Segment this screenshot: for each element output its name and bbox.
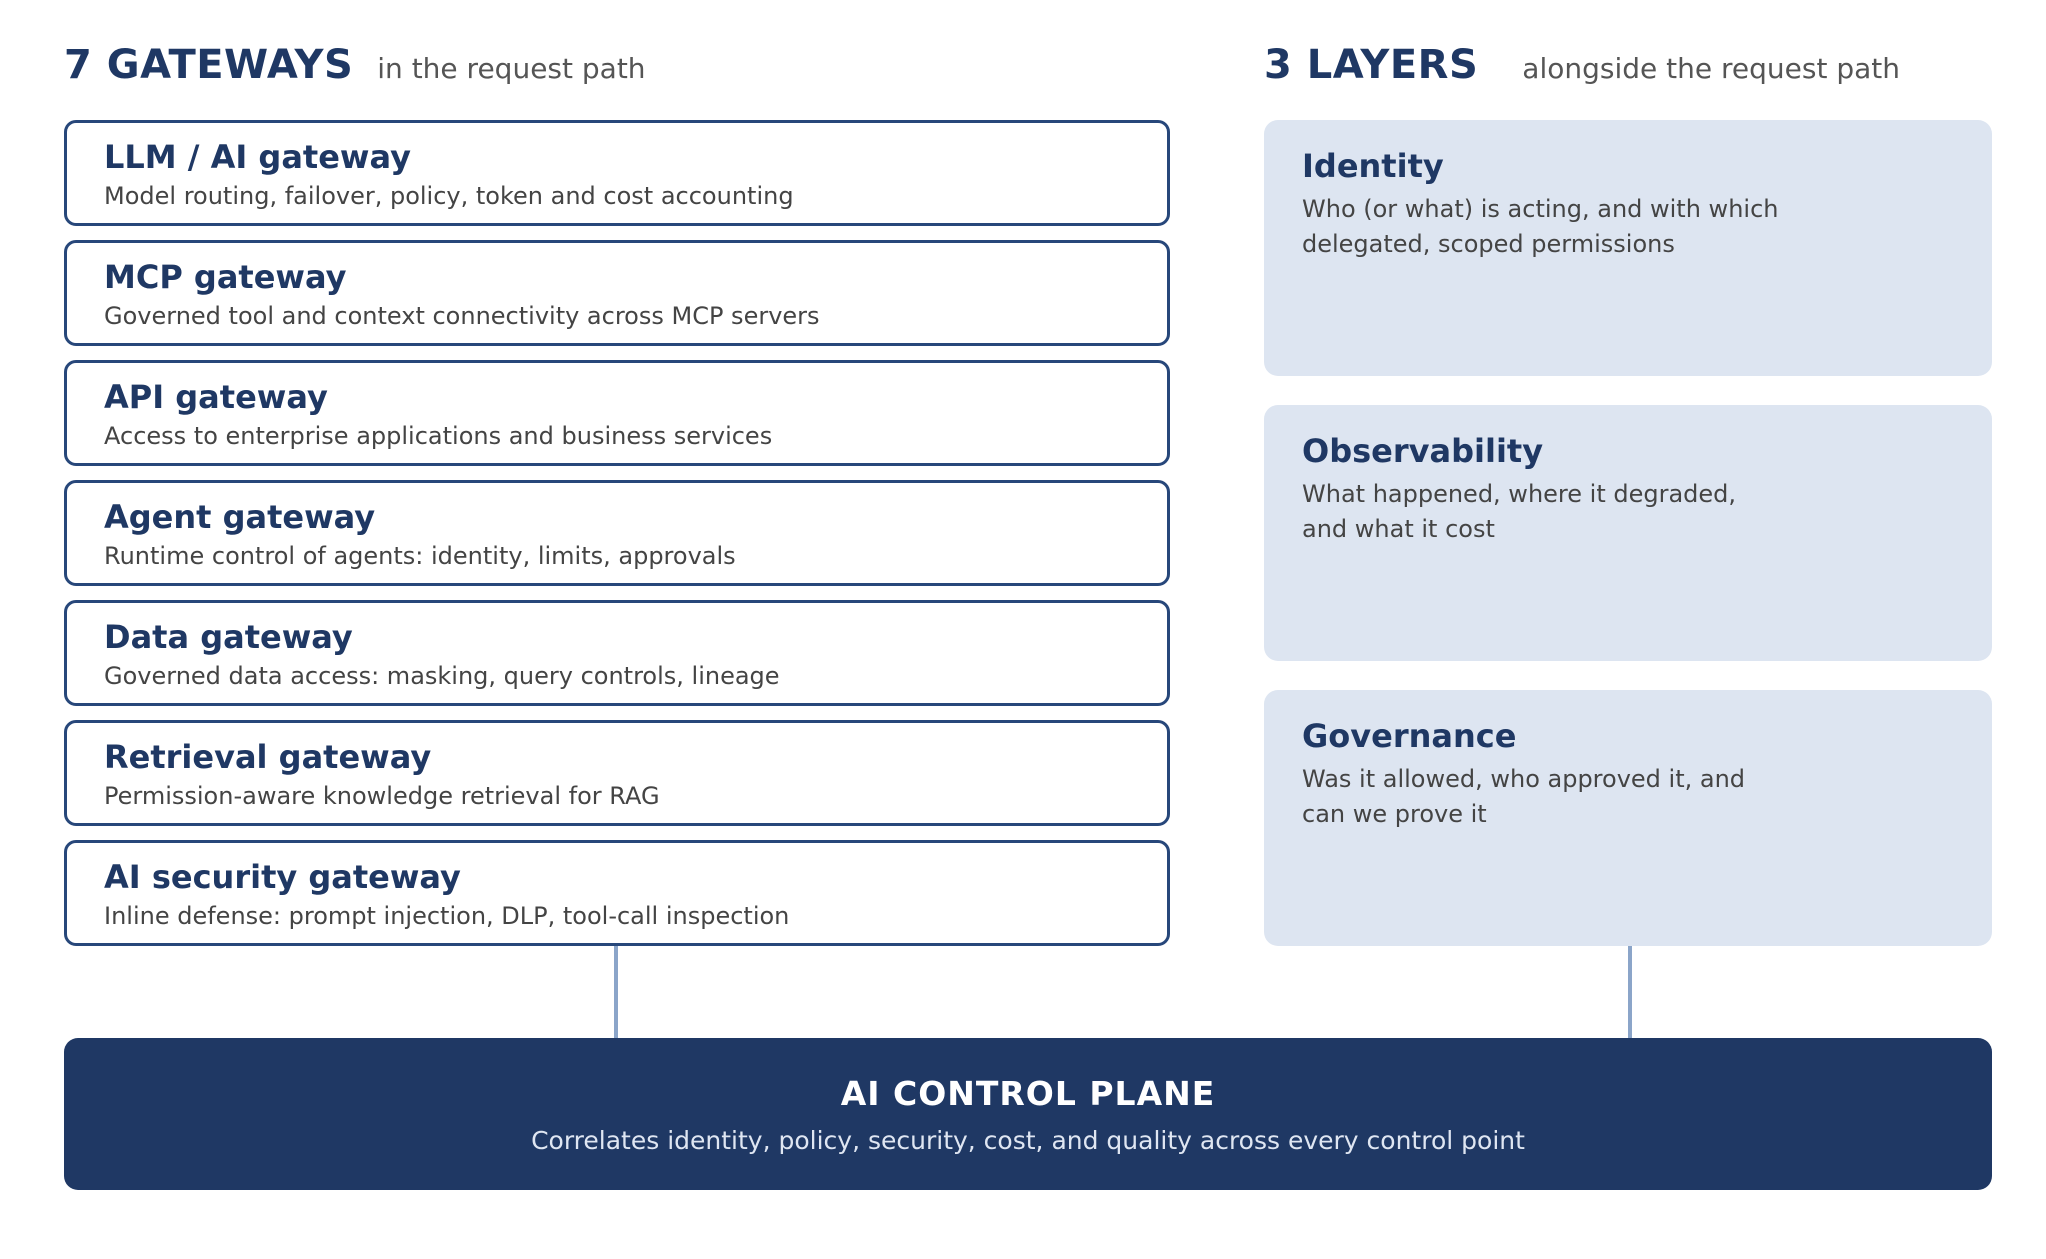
gateway-description: Access to enterprise applications and bu…	[104, 422, 773, 450]
gateways-subheading: in the request path	[377, 52, 646, 85]
gateways-section-header: 7 GATEWAYS in the request path	[64, 42, 646, 88]
layer-title: Governance	[1302, 717, 1517, 755]
layer-title: Identity	[1302, 147, 1444, 185]
gateway-title: Agent gateway	[104, 498, 376, 536]
gateway-title: LLM / AI gateway	[104, 138, 411, 176]
gateway-description: Permission-aware knowledge retrieval for…	[104, 782, 660, 810]
layer-card-identity: Identity Who (or what) is acting, and wi…	[1264, 120, 1992, 376]
layer-description: What happened, where it degraded, and wh…	[1302, 480, 1737, 543]
layer-title: Observability	[1302, 432, 1544, 470]
layers-heading: 3 LAYERS	[1264, 42, 1479, 88]
layers-section-header: 3 LAYERS alongside the request path	[1264, 42, 1900, 88]
gateway-description: Inline defense: prompt injection, DLP, t…	[104, 902, 790, 930]
gateway-card-retrieval: Retrieval gateway Permission-aware knowl…	[64, 720, 1170, 826]
control-plane-description: Correlates identity, policy, security, c…	[531, 1126, 1525, 1155]
gateway-list: LLM / AI gateway Model routing, failover…	[64, 120, 1170, 960]
gateway-card-ai-security: AI security gateway Inline defense: prom…	[64, 840, 1170, 946]
gateways-heading: 7 GATEWAYS	[64, 42, 354, 88]
gateway-description: Governed data access: masking, query con…	[104, 662, 780, 690]
layer-description: Was it allowed, who approved it, and can…	[1302, 765, 1746, 828]
gateway-description: Governed tool and context connectivity a…	[104, 302, 820, 330]
gateway-card-agent: Agent gateway Runtime control of agents:…	[64, 480, 1170, 586]
gateway-card-mcp: MCP gateway Governed tool and context co…	[64, 240, 1170, 346]
control-plane-title: AI CONTROL PLANE	[840, 1074, 1216, 1113]
layers-subheading: alongside the request path	[1522, 52, 1900, 85]
gateway-title: AI security gateway	[104, 858, 461, 896]
gateway-description: Model routing, failover, policy, token a…	[104, 182, 794, 210]
gateways-connector-line	[614, 946, 618, 1038]
gateway-card-api: API gateway Access to enterprise applica…	[64, 360, 1170, 466]
gateway-card-llm: LLM / AI gateway Model routing, failover…	[64, 120, 1170, 226]
layer-card-observability: Observability What happened, where it de…	[1264, 405, 1992, 661]
gateway-title: MCP gateway	[104, 258, 347, 296]
control-plane-box: AI CONTROL PLANE Correlates identity, po…	[64, 1038, 1992, 1190]
gateway-title: Retrieval gateway	[104, 738, 432, 776]
gateway-card-data: Data gateway Governed data access: maski…	[64, 600, 1170, 706]
layers-connector-line	[1628, 946, 1632, 1038]
layer-description: Who (or what) is acting, and with which …	[1302, 195, 1779, 258]
gateway-title: Data gateway	[104, 618, 353, 656]
layer-card-governance: Governance Was it allowed, who approved …	[1264, 690, 1992, 946]
gateway-description: Runtime control of agents: identity, lim…	[104, 542, 736, 570]
gateway-title: API gateway	[104, 378, 328, 416]
